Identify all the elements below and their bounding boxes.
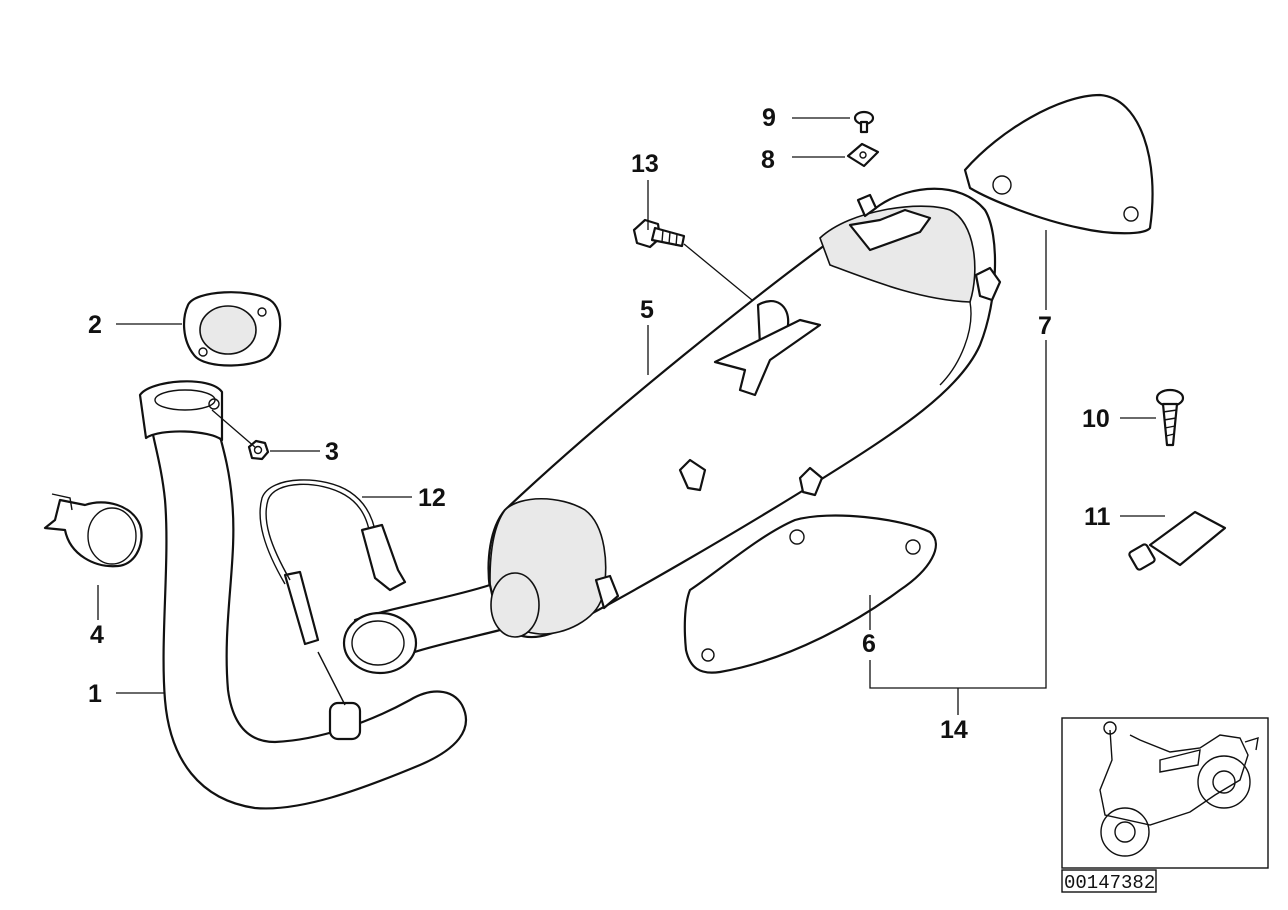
callout-8: 8 [761,146,775,174]
callout-10: 10 [1082,405,1110,433]
part-7-heat-shield [963,93,1154,235]
part-13-bolt [632,218,753,301]
part-1-exhaust-pipe [138,380,468,810]
part-12-oxygen-sensor [259,479,407,706]
callout-14: 14 [940,716,968,744]
callout-3: 3 [325,438,339,466]
part-6-heat-shield [683,514,937,674]
reference-number: 00147382 [1064,872,1155,894]
part-4-clamp [43,493,143,568]
callout-13: 13 [631,150,659,178]
callout-6: 6 [862,630,876,658]
leader-lines [97,117,1165,715]
callout-9: 9 [762,104,776,132]
part-9-screw [853,110,875,134]
part-11-paste-tube [1128,510,1227,571]
motorcycle-thumbnail [1061,717,1269,869]
reference-number-label: 00147382 [1061,869,1157,894]
part-2-gasket [182,291,282,367]
part-10-screw [1155,388,1185,447]
callouts: 1 2 3 4 5 6 7 8 9 10 11 12 13 14 [88,104,1111,744]
callout-11: 11 [1084,503,1111,531]
callout-5: 5 [640,296,654,324]
part-5-silencer [342,187,1002,675]
callout-2: 2 [88,311,102,339]
callout-1: 1 [88,680,102,708]
callout-7: 7 [1038,312,1052,340]
part-8-clip-nut [846,142,880,168]
callout-12: 12 [418,484,446,512]
callout-4: 4 [90,621,104,649]
